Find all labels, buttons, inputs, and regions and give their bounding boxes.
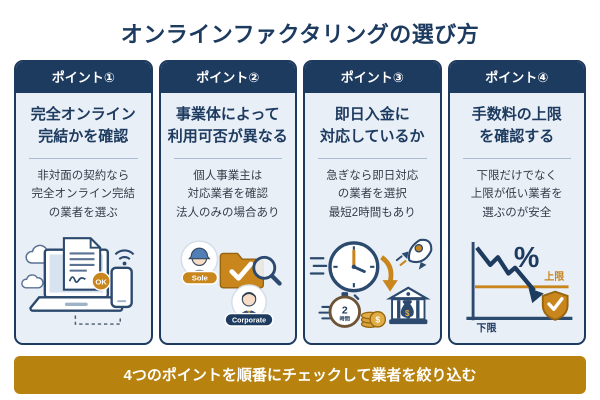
same-day-payment-illustration: 2 時間 $	[305, 225, 440, 343]
svg-text:時間: 時間	[340, 315, 351, 323]
stopwatch-icon: 2 時間	[318, 292, 362, 328]
divider	[462, 158, 571, 159]
signature-icon	[69, 276, 87, 283]
point-2-title: 事業体によって 利用可否が異なる	[167, 106, 288, 145]
svg-text:2: 2	[342, 305, 348, 317]
speed-payment-icon: 2 時間 $	[310, 238, 433, 328]
rocket-icon	[396, 238, 433, 270]
shield-check-icon	[541, 290, 569, 321]
laptop-contract-icon: OK	[21, 237, 135, 325]
svg-text:OK: OK	[96, 277, 108, 286]
business-entity-illustration: Sole	[161, 225, 296, 343]
divider	[29, 158, 138, 159]
sole-proprietor-icon: Sole	[180, 240, 218, 285]
point-3-badge: ポイント③	[305, 62, 440, 93]
corporate-person-icon: Corporate	[224, 284, 274, 327]
clock-icon	[328, 241, 380, 293]
down-arrow-icon	[380, 255, 399, 292]
svg-text:Corporate: Corporate	[232, 317, 266, 325]
svg-text:$: $	[405, 309, 410, 318]
divider	[318, 158, 427, 159]
fee-limit-illustration: 上限 % 下限	[450, 225, 585, 343]
point-card-1: ポイント① 完全オンライン 完結かを確認 非対面の契約なら 完全オンライン完結 …	[14, 60, 153, 345]
magnifier-icon	[252, 255, 282, 286]
lower-limit-label: 下限	[476, 323, 497, 335]
point-2-badge: ポイント②	[160, 62, 295, 93]
point-4-title: 手数料の上限 を確認する	[471, 106, 562, 145]
page-title: オンラインファクタリングの選び方	[120, 22, 480, 47]
cloud-icon	[21, 274, 44, 289]
fee-chart-icon: 上限 % 下限	[466, 242, 573, 335]
ok-badge-icon	[91, 271, 112, 291]
point-3-description: 急ぎなら即日対応 の業者を選択 最短2時間もあり	[326, 170, 419, 219]
point-4-description: 下限だけでなく 上限が低い業者を 選ぶのが安全	[470, 170, 563, 219]
point-1-title: 完全オンライン 完結かを確認	[30, 106, 136, 145]
online-contract-illustration: OK	[16, 225, 151, 343]
point-card-3: ポイント③ 即日入金に 対応しているか 急ぎなら即日対応 の業者を選択 最短2時…	[303, 60, 442, 345]
coins-icon: $	[361, 311, 387, 328]
svg-text:Sole: Sole	[192, 274, 208, 283]
point-4-badge: ポイント④	[449, 62, 584, 93]
connection-dashed-line	[74, 315, 122, 325]
svg-text:$: $	[376, 315, 381, 325]
point-card-4: ポイント④ 手数料の上限 を確認する 下限だけでなく 上限が低い業者を 選ぶのが…	[447, 60, 586, 345]
point-3-title: 即日入金に 対応しているか	[319, 106, 425, 145]
entity-check-icon: Sole	[180, 240, 282, 327]
points-row: ポイント① 完全オンライン 完結かを確認 非対面の契約なら 完全オンライン完結 …	[0, 60, 600, 345]
wifi-icon	[114, 249, 135, 266]
money-bag-icon	[401, 300, 415, 318]
point-1-description: 非対面の契約なら 完全オンライン完結 の業者を選ぶ	[31, 170, 136, 219]
declining-arrow-icon	[474, 246, 544, 304]
smartphone-icon	[110, 266, 134, 309]
speed-lines-icon	[310, 257, 328, 275]
point-1-badge: ポイント①	[16, 62, 151, 93]
point-card-2: ポイント② 事業体によって 利用可否が異なる 個人事業主は 対応業者を確認 法人…	[158, 60, 297, 345]
point-2-description: 個人事業主は 対応業者を確認 法人のみの場合あり	[176, 170, 280, 219]
upper-limit-label: 上限	[544, 270, 565, 283]
bank-icon: $	[386, 286, 431, 325]
summary-banner: 4つのポイントを順番にチェックして業者を絞り込む	[14, 356, 586, 394]
divider	[173, 158, 282, 159]
